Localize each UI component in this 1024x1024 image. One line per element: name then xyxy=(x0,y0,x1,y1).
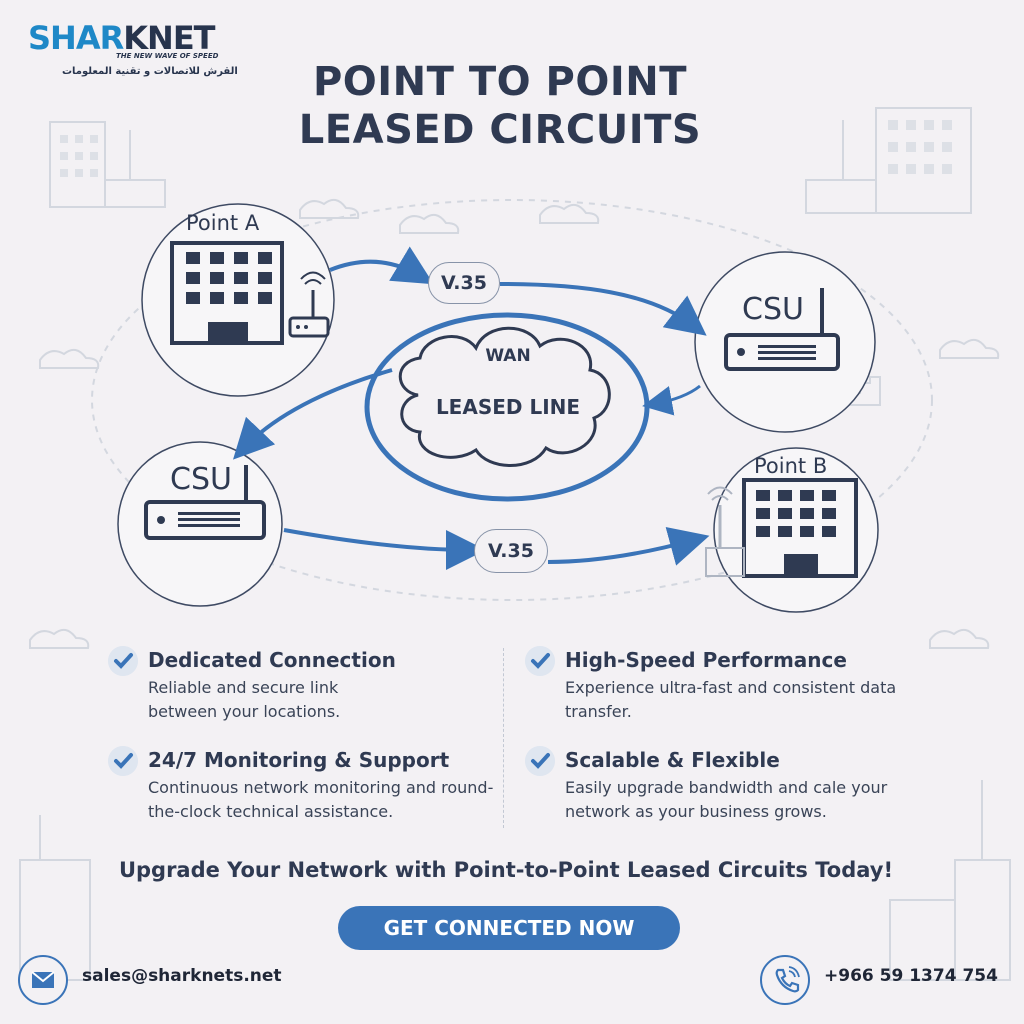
cta-headline: Upgrade Your Network with Point-to-Point… xyxy=(118,858,894,882)
logo-word-shark: SHAR xyxy=(28,19,124,57)
csu-top-node xyxy=(694,251,876,433)
contact-email[interactable]: sales@sharknets.net xyxy=(82,966,282,986)
v35-top-pill: V.35 xyxy=(428,262,500,304)
title-line-1: POINT TO POINT xyxy=(312,59,688,105)
mail-icon[interactable] xyxy=(18,955,68,1005)
building-icon xyxy=(742,478,858,578)
point-b-label: Point B xyxy=(754,454,828,478)
router-icon xyxy=(288,271,330,338)
csu-device-icon xyxy=(724,288,840,371)
logo-word-net: KNET xyxy=(123,19,215,57)
check-icon xyxy=(525,646,555,676)
csu-top-label: CSU xyxy=(742,292,804,327)
point-a-label: Point A xyxy=(186,211,260,235)
csu-device-icon xyxy=(144,465,266,540)
get-connected-button[interactable]: GET CONNECTED NOW xyxy=(338,906,680,950)
arrow-v35-to-csu-top xyxy=(499,282,707,336)
feature-title: 24/7 Monitoring & Support xyxy=(148,748,450,772)
cloud-wan-label: WAN xyxy=(485,346,531,366)
check-icon xyxy=(108,646,138,676)
check-icon xyxy=(108,746,138,776)
point-b-node xyxy=(713,447,879,613)
building-icon xyxy=(170,241,284,345)
phone-icon-glyph xyxy=(775,966,800,993)
feature-title: Dedicated Connection xyxy=(148,648,396,672)
cloud-leased-line-label: LEASED LINE xyxy=(435,395,581,419)
arrow-cloud-to-csu-left xyxy=(232,368,393,460)
logo-arabic-name: القرش للاتصالات و تقنية المعلومات xyxy=(62,66,238,77)
feature-title: Scalable & Flexible xyxy=(565,748,780,772)
arrow-v35-to-point-b xyxy=(547,527,710,566)
cloud-icon xyxy=(398,326,611,467)
phone-icon[interactable] xyxy=(760,955,810,1005)
feature-description: Easily upgrade bandwidth and cale your n… xyxy=(565,778,888,821)
feature-description: Reliable and secure link between your lo… xyxy=(148,678,341,721)
check-icon xyxy=(525,746,555,776)
arrow-csu-top-to-cloud xyxy=(642,384,701,416)
feature-description: Continuous network monitoring and round-… xyxy=(148,778,494,821)
feature-title: High-Speed Performance xyxy=(565,648,847,672)
v35-bottom-pill: V.35 xyxy=(474,529,548,573)
features-divider xyxy=(503,648,504,828)
feature-description: Experience ultra-fast and consistent dat… xyxy=(565,678,897,721)
contact-phone[interactable]: +966 59 1374 754 xyxy=(824,966,998,986)
csu-left-label: CSU xyxy=(170,462,232,497)
arrow-csu-left-to-v35 xyxy=(283,528,486,570)
page-title: POINT TO POINT LEASED CIRCUITS xyxy=(0,58,1000,154)
antenna-icon xyxy=(705,486,745,577)
arrow-a-to-v35 xyxy=(329,246,434,285)
logo-tagline: THE NEW WAVE OF SPEED xyxy=(116,52,219,60)
title-line-2: LEASED CIRCUITS xyxy=(298,107,702,153)
mail-icon-glyph xyxy=(31,971,55,988)
sharknet-logo: SHARKNET THE NEW WAVE OF SPEED القرش للا… xyxy=(28,22,238,84)
logo-wordmark: SHARKNET xyxy=(28,22,238,54)
